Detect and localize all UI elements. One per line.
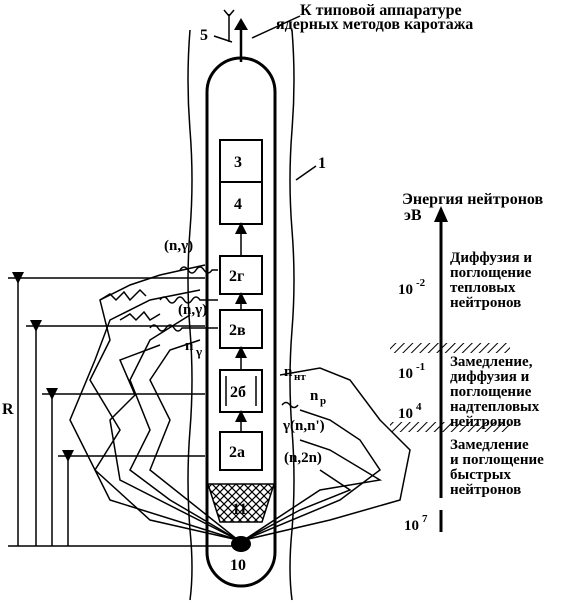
zone1-line2: поглощение — [450, 265, 532, 281]
block-2g — [219, 255, 263, 295]
block-3-label: 3 — [234, 154, 242, 171]
neutron-track-right-2 — [243, 409, 382, 541]
neutron-track-right-4 — [243, 469, 352, 541]
antenna-icon — [223, 9, 235, 42]
tick-1e-2-base: 10 — [398, 282, 413, 298]
block-3 — [219, 139, 263, 183]
borehole-wall-right — [289, 29, 295, 601]
reaction-n-gamma-top: (n,γ) — [164, 238, 193, 254]
gamma-wave-left-top — [99, 288, 147, 302]
caption-line1: К типовой аппаратуре — [300, 2, 462, 19]
zone2-line3: поглощение — [450, 384, 532, 400]
neutron-track-left-5 — [109, 344, 239, 541]
reaction-gamma-low: γ — [195, 344, 202, 359]
energy-title: Энергия нейтронов — [402, 191, 544, 208]
gamma-wave-top — [179, 266, 218, 274]
zone3-line1: Замедление — [450, 437, 529, 453]
zone1-line1: Диффузия и — [450, 250, 532, 266]
block-2b-label: 2б — [230, 384, 246, 401]
zone3-line4: нейтронов — [450, 482, 521, 498]
zone3-line2: и поглощение — [450, 452, 544, 468]
block-2a — [219, 431, 263, 471]
zone2-line1: Замедление, — [450, 354, 533, 370]
zone2-line5: нейтронов — [450, 414, 521, 430]
shield-body — [206, 483, 276, 523]
neutron-track-right-3 — [243, 439, 383, 541]
probe-body — [205, 56, 277, 588]
tick-1e-2-exp: -2 — [416, 277, 426, 289]
caption-leader — [251, 15, 301, 39]
cable-number: 5 — [200, 27, 208, 44]
gamma-wave-mid — [159, 296, 218, 304]
cable-arrow — [234, 18, 248, 30]
zone2-line4: надтепловых — [450, 399, 540, 415]
tick-1e-1-base: 10 — [398, 366, 413, 382]
block-2v-label: 2в — [229, 322, 246, 339]
source-number: 10 — [230, 557, 246, 574]
gamma-wave-left-mid — [119, 310, 161, 322]
caption-line2: ядерных методов каротажа — [276, 16, 473, 33]
reaction-n-nt-sub: нт — [294, 371, 306, 383]
borehole-callout — [295, 165, 317, 181]
neutron-track-left-3 — [69, 289, 239, 541]
block-4-label: 4 — [234, 196, 242, 213]
tick-1e4-exp: 4 — [416, 401, 422, 413]
neutron-track-left-4 — [149, 339, 239, 541]
gamma-wave-right — [281, 401, 299, 409]
reaction-n-2n: (n,2n) — [284, 450, 322, 466]
reaction-n-p-sub: р — [320, 395, 326, 407]
block-2g-label: 2г — [229, 268, 244, 285]
tick-1e7-base: 10 — [404, 518, 419, 534]
reaction-n-gamma-mid: (n,γ) — [178, 302, 207, 318]
reaction-n-p: n — [310, 388, 319, 404]
reaction-n-low: n — [185, 338, 194, 354]
neutron-track-right-1 — [243, 367, 411, 541]
radius-label: R — [2, 401, 14, 418]
reaction-n-nt: n — [284, 364, 293, 380]
block-2b — [219, 369, 263, 413]
zone3-line3: быстрых — [450, 467, 511, 483]
energy-axis-arrow — [434, 206, 448, 222]
tick-1e-1-exp: -1 — [416, 361, 425, 373]
zone1-line4: нейтронов — [450, 295, 521, 311]
energy-unit: эВ — [404, 207, 422, 224]
neutron-track-left-1 — [89, 264, 239, 541]
zone1-line3: тепловых — [450, 280, 516, 296]
borehole-number: 1 — [318, 155, 326, 172]
tick-1e4-base: 10 — [398, 406, 413, 422]
zone-boundary-bottom — [390, 422, 510, 432]
neutron-track-left-2 — [129, 314, 239, 541]
zone-boundary-top — [390, 343, 510, 353]
block-2a-label: 2а — [229, 444, 245, 461]
zone2-line2: диффузия и — [450, 369, 530, 385]
block-4 — [219, 181, 263, 225]
reaction-n-n-prime: γ(n,n') — [282, 418, 325, 434]
borehole-wall-left — [187, 29, 193, 601]
tick-1e7-exp: 7 — [422, 513, 428, 525]
shield-number: 11 — [232, 501, 247, 518]
